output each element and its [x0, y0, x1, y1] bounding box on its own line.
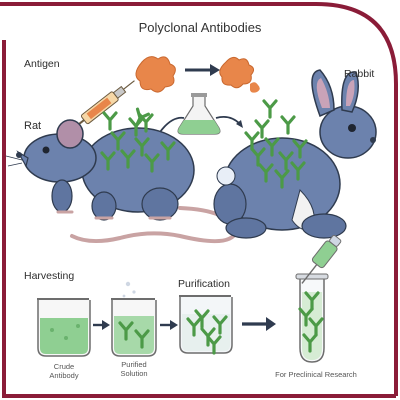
- label-preclinical: For Preclinical Research: [275, 370, 357, 379]
- antigen-fragment: [250, 82, 260, 93]
- label-crude-line2: Antibody: [49, 371, 79, 380]
- antigen-blob-2: [219, 56, 255, 89]
- label-harvesting: Harvesting: [24, 270, 75, 282]
- label-crude-antibody: Crude Antibody: [34, 362, 94, 380]
- purification-beaker: [179, 295, 233, 354]
- label-crude-line1: Crude: [53, 362, 75, 371]
- purified-beaker: [111, 298, 157, 357]
- rabbit-illustration: [213, 69, 377, 239]
- label-rabbit: Rabbit: [344, 68, 375, 80]
- crude-beaker: [37, 298, 91, 357]
- flask: [177, 93, 221, 135]
- label-rat: Rat: [24, 120, 42, 132]
- pipette: [301, 234, 342, 284]
- label-purified-line2: Solution: [120, 369, 148, 378]
- page-title: Polyclonal Antibodies: [138, 20, 262, 35]
- label-purified-solution: Purified Solution: [104, 360, 164, 378]
- antigen-blob: [135, 56, 176, 93]
- label-antigen: Antigen: [24, 58, 60, 70]
- label-purification: Purification: [178, 278, 230, 290]
- label-purified-line1: Purified: [121, 360, 147, 369]
